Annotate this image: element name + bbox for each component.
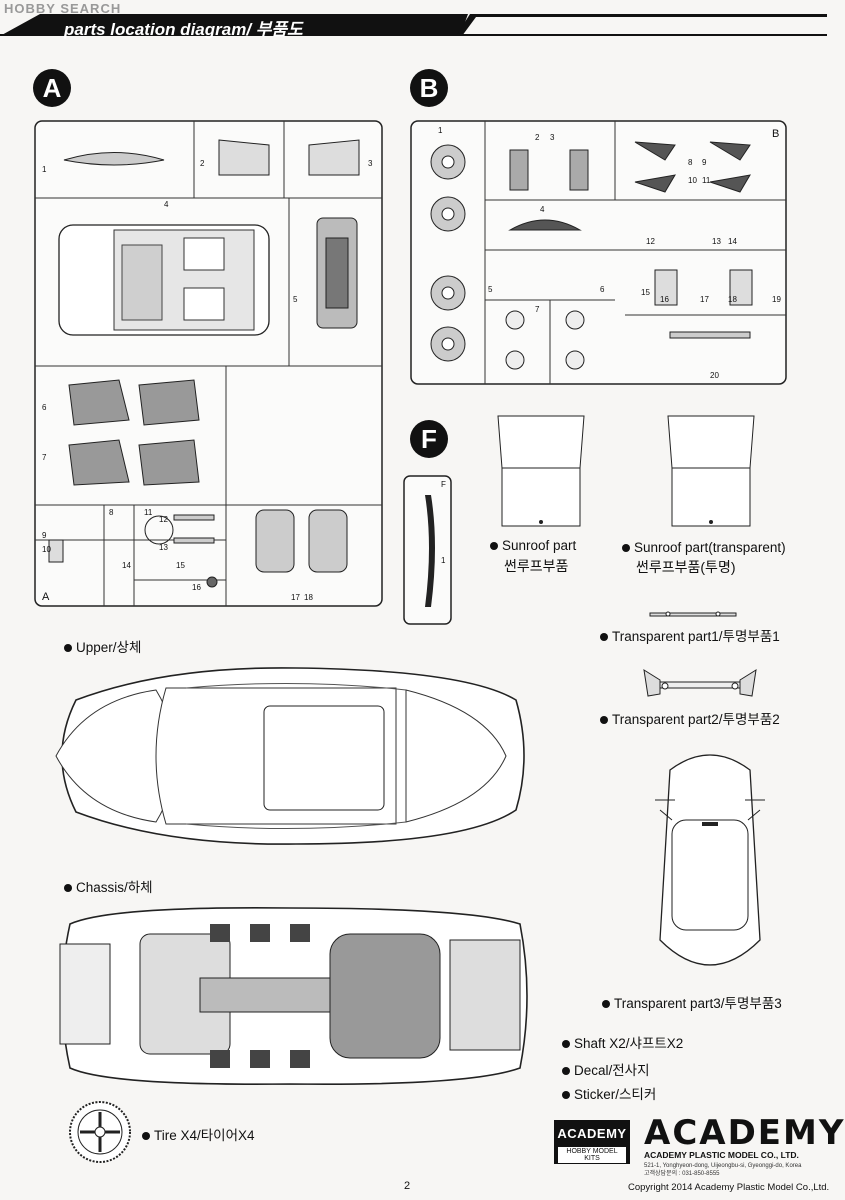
svg-text:15: 15 — [641, 288, 650, 297]
svg-text:13: 13 — [712, 237, 721, 246]
svg-text:1: 1 — [42, 165, 47, 174]
svg-text:6: 6 — [42, 403, 47, 412]
sunroof-clear-label-ko: 썬루프부품(투명) — [636, 559, 736, 575]
svg-text:10: 10 — [688, 176, 697, 185]
sunroof-part-icon — [497, 415, 585, 527]
chassis-icon — [59, 907, 528, 1085]
transparent-part3-label: Transparent part3/투명부품3 — [602, 992, 782, 1012]
decal-label: Decal/전사지 — [562, 1059, 650, 1079]
copyright: Copyright 2014 Academy Plastic Model Co.… — [628, 1182, 830, 1193]
tire-label: Tire X4/타이어X4 — [142, 1124, 255, 1144]
svg-text:12: 12 — [159, 515, 168, 524]
sunroof-label: Sunroof part — [490, 538, 576, 553]
chassis-label: Chassis/하체 — [64, 876, 153, 896]
section-badge-a: A — [33, 69, 71, 107]
svg-text:18: 18 — [304, 593, 313, 602]
svg-text:1: 1 — [441, 556, 446, 565]
svg-text:11: 11 — [702, 176, 711, 185]
svg-text:7: 7 — [42, 453, 47, 462]
svg-text:9: 9 — [42, 531, 47, 540]
svg-text:17: 17 — [700, 295, 709, 304]
svg-text:14: 14 — [122, 561, 131, 570]
section-badge-f: F — [410, 420, 448, 458]
bullet-dot-icon — [562, 1040, 570, 1049]
transparent-part3-icon — [655, 754, 765, 966]
svg-text:1: 1 — [438, 126, 443, 135]
svg-text:19: 19 — [772, 295, 781, 304]
svg-text:18: 18 — [728, 295, 737, 304]
svg-text:8: 8 — [109, 508, 114, 517]
svg-text:5: 5 — [488, 285, 493, 294]
transparent-part2-icon — [643, 668, 757, 697]
svg-text:7: 7 — [535, 305, 540, 314]
bullet-dot-icon — [490, 542, 498, 551]
company-address: 521-1, Yonghyeon-dong, Uijeongbu-si, Gye… — [644, 1162, 801, 1178]
company-name: ACADEMY PLASTIC MODEL CO., LTD. — [644, 1150, 799, 1160]
svg-text:17: 17 — [291, 593, 300, 602]
svg-text:4: 4 — [540, 205, 545, 214]
header-bar — [0, 14, 827, 36]
upper-body-icon — [55, 667, 525, 845]
svg-text:10: 10 — [42, 545, 51, 554]
svg-text:20: 20 — [710, 371, 719, 380]
svg-text:F: F — [441, 480, 446, 489]
transparent-part1-label: Transparent part1/투명부품1 — [600, 625, 780, 645]
bullet-dot-icon — [562, 1067, 570, 1076]
sprue-b-frame: 1 2 3 4 5 6 7 8 9 10 11 12 13 14 15 16 1… — [410, 120, 787, 385]
svg-text:15: 15 — [176, 561, 185, 570]
academy-logo: ACADEMY — [644, 1113, 845, 1153]
tire-icon — [69, 1101, 131, 1163]
bullet-dot-icon — [600, 716, 608, 725]
sprue-f-frame: F 1 — [403, 475, 452, 625]
svg-text:9: 9 — [702, 158, 707, 167]
svg-text:5: 5 — [293, 295, 298, 304]
academy-box-logo: ACADEMY HOBBY MODEL KITS — [554, 1120, 630, 1164]
sprue-a-frame: 1 2 3 4 5 6 7 8 9 10 11 12 13 14 15 16 1… — [34, 120, 383, 607]
svg-text:13: 13 — [159, 543, 168, 552]
transparent-part1-icon — [649, 611, 737, 617]
svg-text:14: 14 — [728, 237, 737, 246]
bullet-dot-icon — [562, 1091, 570, 1100]
svg-text:A: A — [42, 591, 50, 603]
sunroof-clear-label: Sunroof part(transparent) — [622, 540, 786, 555]
svg-text:3: 3 — [368, 159, 373, 168]
transparent-part2-label: Transparent part2/투명부품2 — [600, 708, 780, 728]
shaft-label: Shaft X2/샤프트X2 — [562, 1032, 683, 1052]
bullet-dot-icon — [602, 1000, 610, 1009]
bullet-dot-icon — [64, 644, 72, 653]
svg-text:8: 8 — [688, 158, 693, 167]
page-title: parts location diagram/ 부품도 — [64, 20, 303, 39]
address-line: 521-1, Yonghyeon-dong, Uijeongbu-si, Gye… — [644, 1163, 802, 1169]
bullet-dot-icon — [142, 1132, 150, 1141]
svg-text:3: 3 — [550, 133, 555, 142]
section-badge-b: B — [410, 69, 448, 107]
box-logo-title: ACADEMY — [557, 1126, 627, 1141]
box-logo-sub: HOBBY MODEL KITS — [558, 1147, 626, 1163]
svg-text:16: 16 — [660, 295, 669, 304]
sunroof-clear-icon — [667, 415, 755, 527]
watermark-text: HOBBY SEARCH — [4, 1, 122, 16]
bullet-dot-icon — [622, 544, 630, 553]
upper-label: Upper/상체 — [64, 636, 141, 656]
bullet-dot-icon — [600, 633, 608, 642]
svg-text:4: 4 — [164, 200, 169, 209]
svg-text:16: 16 — [192, 583, 201, 592]
sunroof-label-ko: 썬루프부품 — [504, 558, 569, 574]
svg-text:11: 11 — [144, 508, 153, 517]
sticker-label: Sticker/스티커 — [562, 1083, 656, 1103]
svg-text:12: 12 — [646, 237, 655, 246]
svg-text:2: 2 — [200, 159, 205, 168]
svg-text:2: 2 — [535, 133, 540, 142]
svg-text:6: 6 — [600, 285, 605, 294]
page-number: 2 — [404, 1180, 411, 1192]
bullet-dot-icon — [64, 884, 72, 893]
contact-line: 고객상담문의 : 031-850-8555 — [644, 1171, 720, 1177]
svg-text:B: B — [772, 128, 779, 140]
